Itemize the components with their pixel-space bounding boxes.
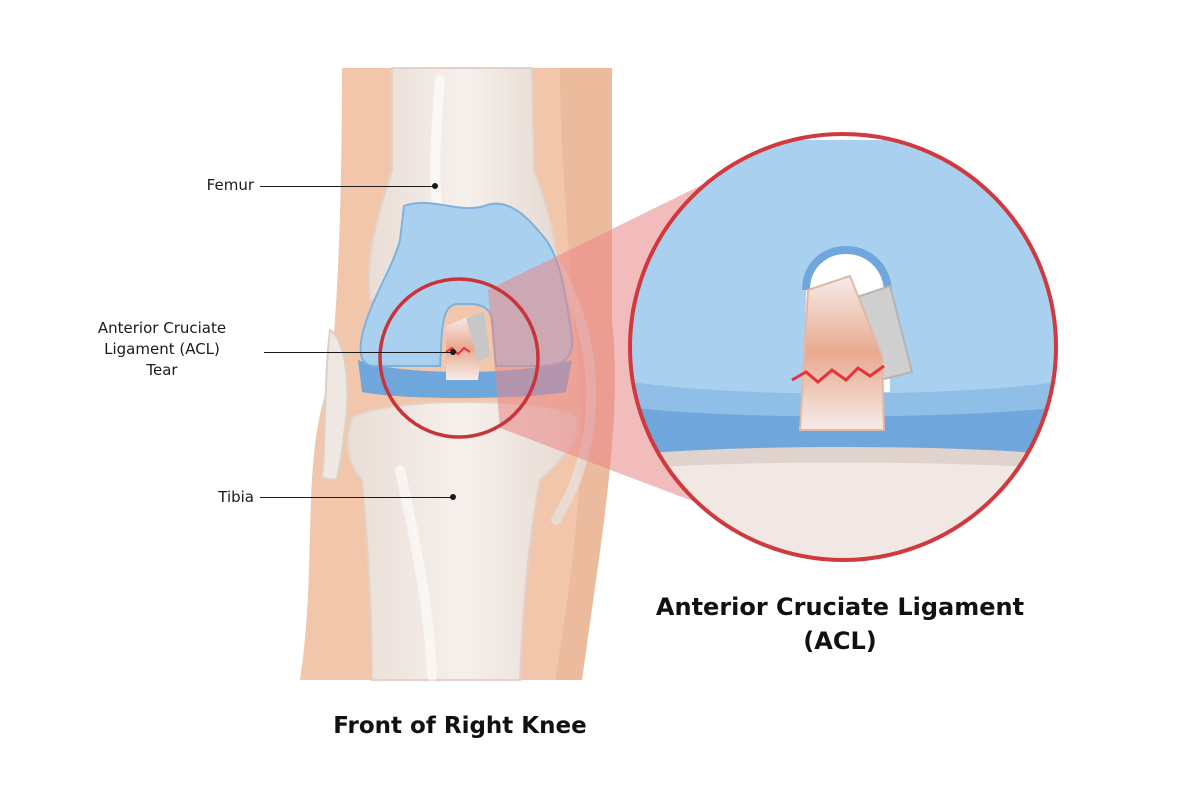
label-acl-tear-line2: Ligament (ACL) [104, 340, 220, 358]
label-tibia: Tibia [218, 488, 254, 506]
label-acl-tear-line3: Tear [146, 361, 178, 379]
zoom-notch-rim [802, 245, 892, 291]
leader-line-acl [264, 352, 452, 353]
leader-line-femur [260, 186, 434, 187]
acl-tear-large [791, 364, 885, 384]
magnified-view-title-line1: Anterior Cruciate Ligament [655, 593, 1025, 621]
label-femur: Femur [206, 176, 254, 194]
magnifier-small-ring [378, 277, 540, 439]
tibia-highlight [395, 465, 437, 681]
acl-ligament-large [798, 274, 886, 431]
leader-dot-acl [450, 349, 456, 355]
leader-dot-tibia [450, 494, 456, 500]
magnifier-large-ring [628, 132, 1058, 562]
label-acl-tear: Anterior Cruciate Ligament (ACL) Tear [70, 318, 254, 381]
magnified-view-title: Anterior Cruciate Ligament (ACL) [600, 590, 1080, 658]
pcl-ligament-small [466, 312, 490, 362]
knee-view-title: Front of Right Knee [333, 713, 587, 739]
leader-dot-femur [432, 183, 438, 189]
magnified-view-title-line2: (ACL) [803, 627, 877, 655]
leader-line-tibia [260, 497, 452, 498]
label-acl-tear-line1: Anterior Cruciate [97, 319, 227, 337]
fibula-bone [320, 328, 349, 482]
